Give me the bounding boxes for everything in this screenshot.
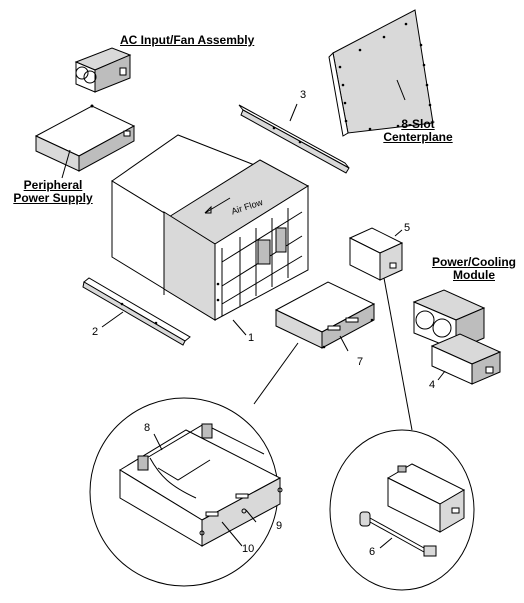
power-cooling-module — [412, 289, 502, 385]
callout-7: 7 — [357, 356, 364, 368]
peripheral-power-supply — [34, 104, 136, 179]
callout-8: 8 — [144, 422, 151, 434]
detail-circle-module — [329, 429, 475, 591]
label-centerplane: 8-Slot Centerplane — [383, 117, 453, 144]
label-power-cooling-module: Power/Cooling Module — [432, 255, 516, 282]
callout-5: 5 — [404, 222, 411, 234]
rail-2 — [82, 277, 191, 346]
callout-10: 10 — [242, 543, 255, 555]
main-chassis — [111, 134, 310, 336]
ac-input-fan-assembly — [74, 47, 132, 93]
callout-6: 6 — [369, 546, 376, 558]
callout-2: 2 — [92, 326, 99, 338]
rail-bracket-3 — [238, 103, 350, 174]
centerplane-board — [328, 9, 434, 137]
callout-1: 1 — [248, 332, 255, 344]
callout-3: 3 — [300, 89, 307, 101]
leader-line-right — [383, 277, 413, 431]
callout-9: 9 — [276, 520, 283, 532]
detail-circle-drawer — [89, 397, 283, 587]
label-ac-input-fan-assembly: AC Input/Fan Assembly — [120, 33, 255, 47]
leader-line-left — [253, 342, 299, 405]
module-part-5 — [348, 227, 404, 281]
drawer-part-7 — [274, 281, 376, 352]
label-peripheral-power-supply: Peripheral Power Supply — [13, 178, 93, 205]
callout-4: 4 — [429, 379, 436, 391]
